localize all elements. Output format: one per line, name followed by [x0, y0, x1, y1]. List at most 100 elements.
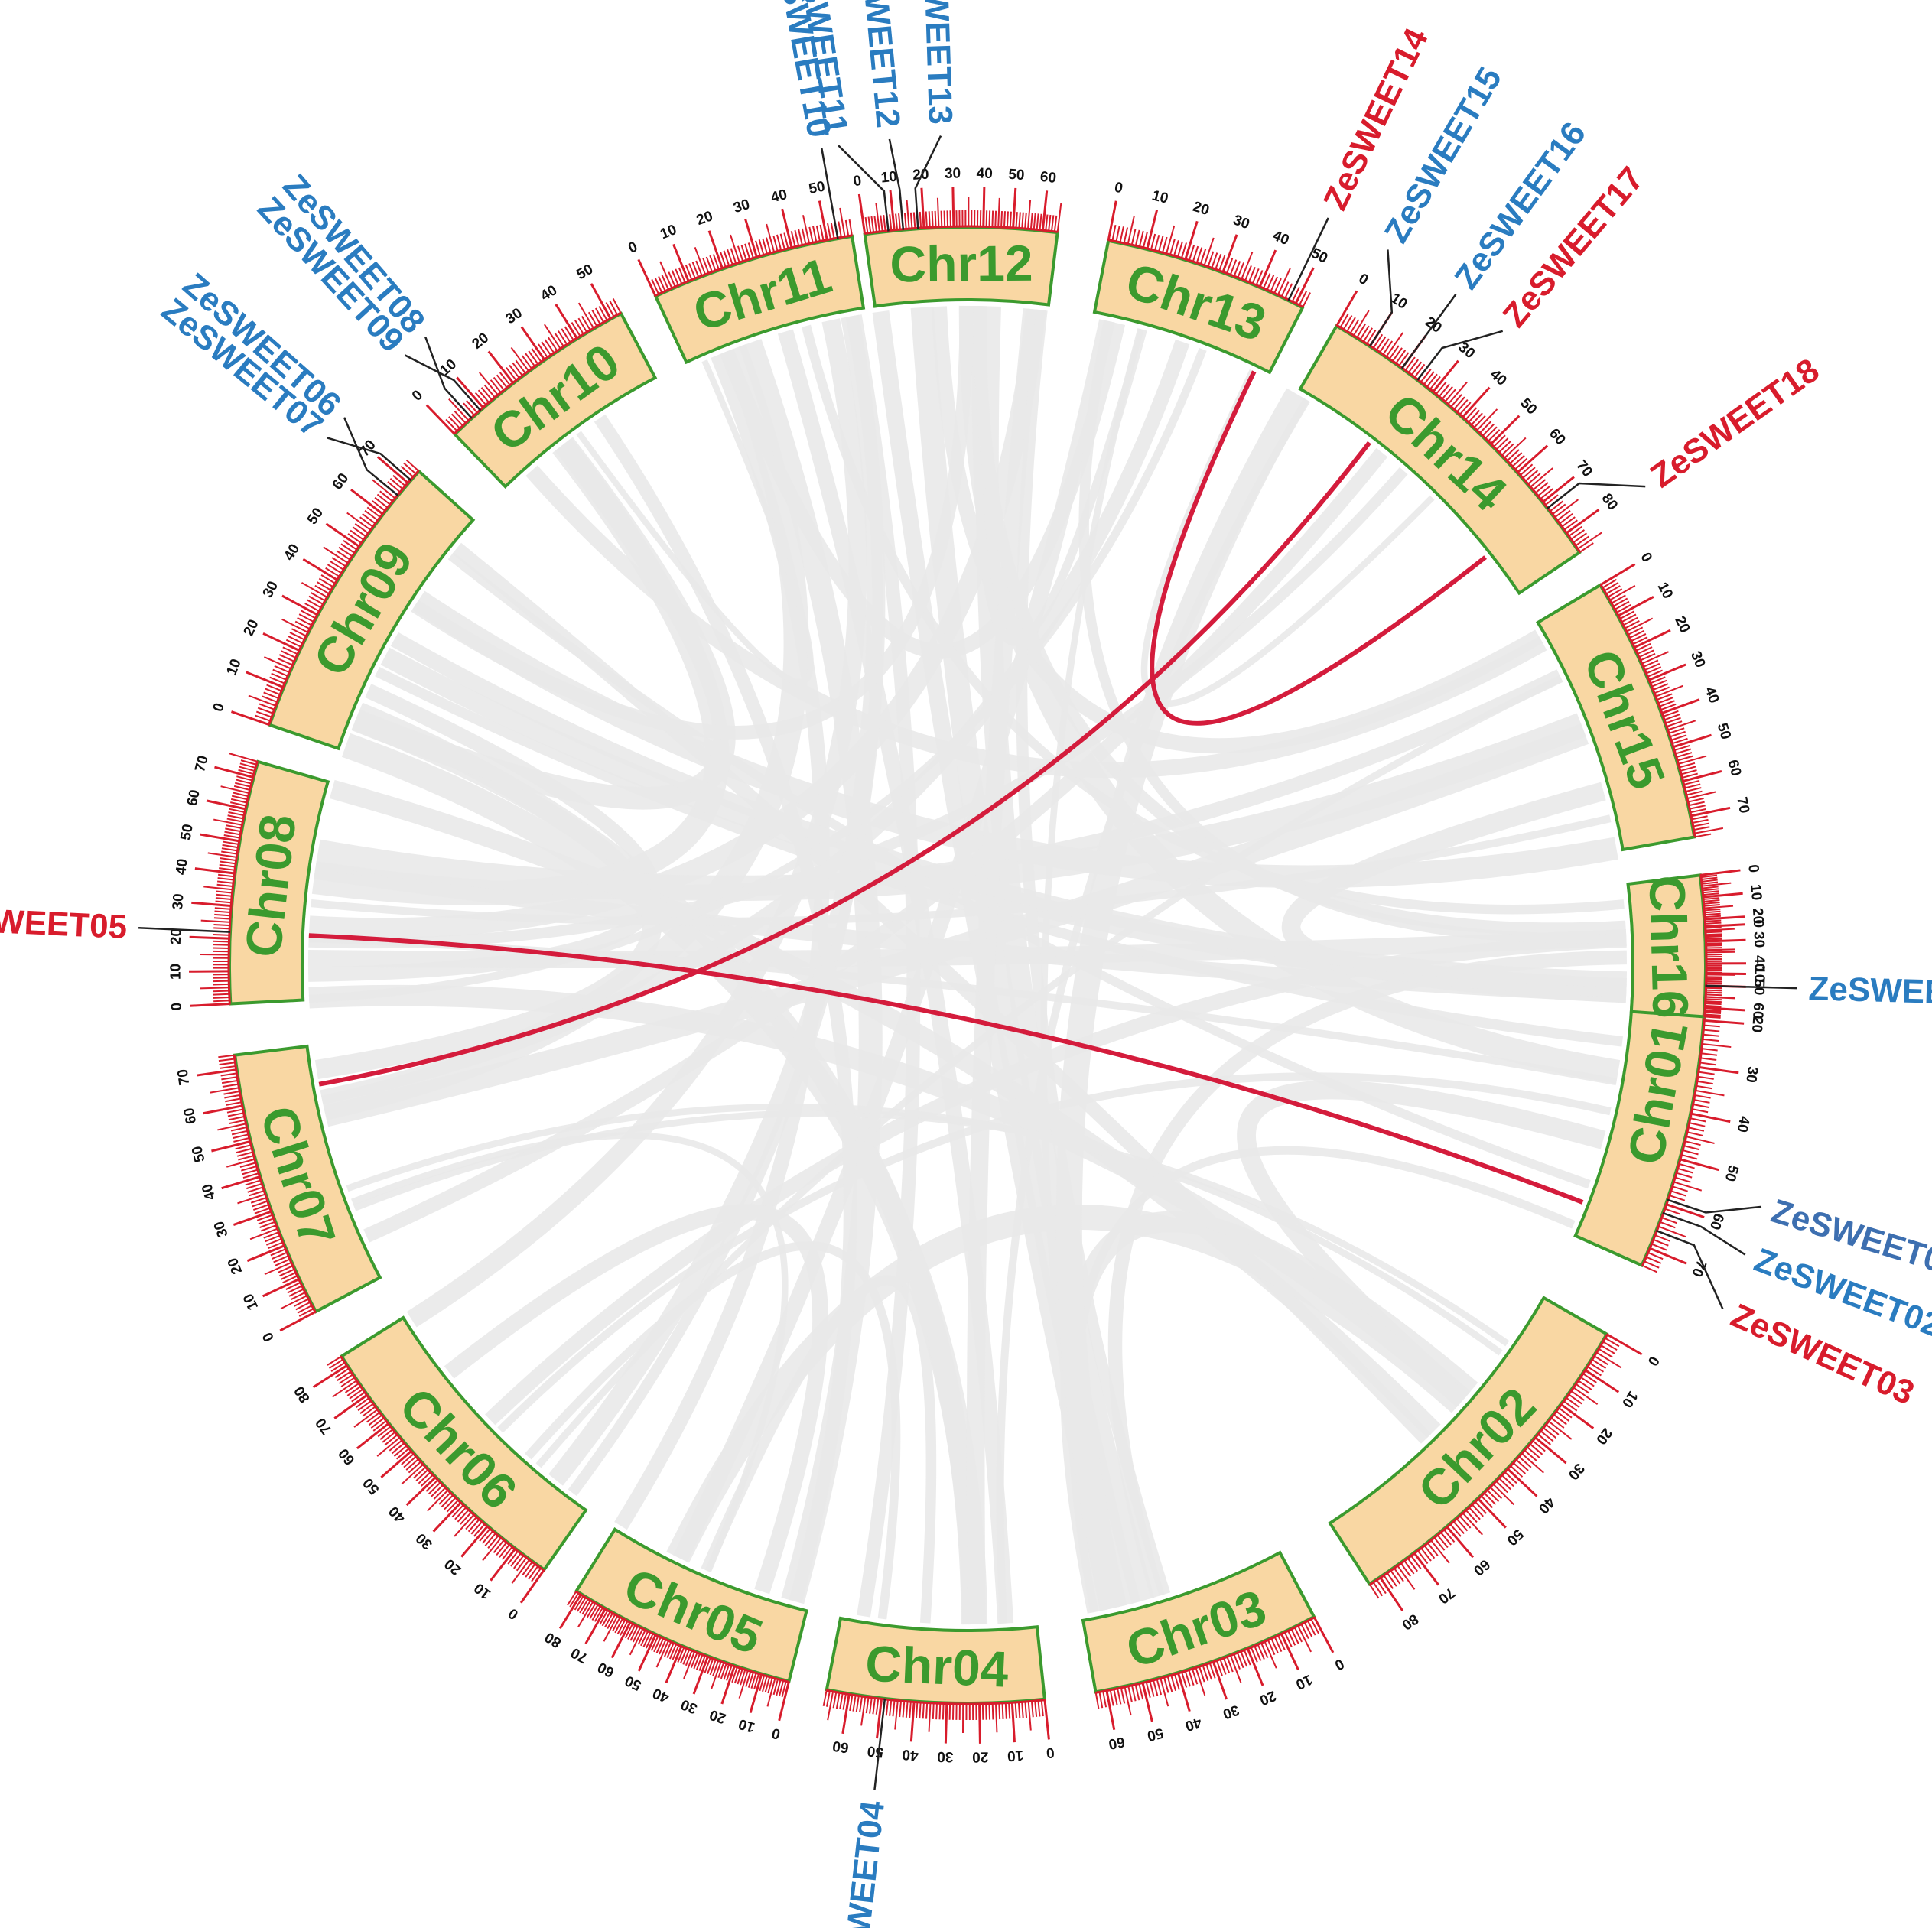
tick-mark — [362, 1406, 376, 1417]
chromosome-scale-axis — [233, 1055, 317, 1313]
tick-mark — [1372, 1581, 1384, 1597]
tick-mark — [223, 834, 241, 839]
tick-mark — [1413, 363, 1426, 379]
tick-mark — [1483, 1491, 1497, 1506]
tick-mark — [1195, 1666, 1206, 1696]
tick-mark — [659, 1638, 667, 1655]
tick-mark — [1584, 1368, 1620, 1393]
chromosome-label: Chr16 — [1639, 875, 1699, 1019]
tick-mark — [655, 1637, 665, 1653]
tick-mark — [1400, 1562, 1411, 1577]
tick-mark — [1691, 1107, 1709, 1114]
tick-mark — [1553, 499, 1579, 519]
tick-mark — [291, 628, 307, 637]
tick-label: 30 — [1687, 649, 1709, 671]
tick-mark — [1294, 267, 1315, 305]
tick-mark — [1474, 1500, 1488, 1514]
chromosome-scale-axis — [1599, 584, 1696, 837]
tick-mark — [323, 546, 350, 564]
tick-label: 50 — [1309, 245, 1330, 267]
tick-label: 10 — [658, 222, 679, 242]
tick-mark — [1699, 869, 1741, 876]
tick-mark — [1646, 669, 1664, 678]
tick-mark — [1703, 1029, 1720, 1032]
tick-label: 50 — [623, 1672, 644, 1693]
tick-mark — [379, 490, 394, 502]
tick-label: 40 — [976, 166, 993, 182]
tick-mark — [238, 769, 255, 775]
tick-label: 50 — [304, 506, 327, 528]
synteny-link — [971, 306, 1147, 646]
tick-mark — [257, 707, 275, 714]
tick-mark — [483, 384, 496, 398]
tick-mark — [1703, 905, 1734, 909]
tick-mark — [320, 574, 337, 585]
tick-mark — [225, 1097, 242, 1103]
tick-mark — [1586, 1365, 1602, 1377]
tick-mark — [822, 1689, 828, 1707]
tick-mark — [215, 897, 233, 901]
tick-mark — [1692, 1103, 1709, 1109]
tick-mark — [1667, 727, 1685, 735]
tick-mark — [308, 595, 324, 606]
tick-mark — [1012, 187, 1017, 229]
tick-mark — [265, 1237, 283, 1246]
tick-mark — [1173, 240, 1179, 257]
tick-mark — [221, 1079, 239, 1084]
tick-mark — [1205, 1663, 1212, 1680]
tick-mark — [370, 1416, 385, 1429]
tick-mark — [337, 1370, 352, 1381]
tick-mark — [1686, 791, 1716, 800]
tick-mark — [1705, 931, 1722, 934]
tick-mark — [330, 1361, 346, 1372]
tick-mark — [1701, 1042, 1732, 1049]
tick-mark — [450, 413, 464, 428]
tick-mark — [338, 1374, 354, 1384]
tick-mark — [869, 1696, 873, 1714]
tick-mark — [250, 1196, 268, 1204]
gene-label: ZeSWEET19 — [1808, 970, 1932, 1013]
tick-mark — [1627, 626, 1644, 636]
tick-mark — [1683, 779, 1700, 786]
tick-mark — [1270, 1637, 1279, 1654]
tick-mark — [1565, 509, 1600, 535]
tick-mark — [223, 840, 240, 846]
tick-mark — [1420, 369, 1432, 383]
tick-mark — [1651, 1243, 1667, 1251]
tick-mark — [738, 1670, 750, 1699]
tick-mark — [460, 1511, 473, 1525]
tick-mark — [1393, 1567, 1404, 1582]
tick-label: 50 — [1722, 1163, 1742, 1183]
tick-mark — [1027, 1700, 1032, 1731]
tick-mark — [405, 1476, 437, 1507]
tick-mark — [1690, 806, 1731, 818]
tick-mark — [281, 1271, 297, 1280]
tick-mark — [839, 207, 846, 238]
tick-mark — [1544, 494, 1559, 506]
tick-mark — [225, 1101, 242, 1107]
tick-label: 70 — [1573, 457, 1595, 480]
tick-mark — [282, 1275, 298, 1284]
tick-mark — [1115, 226, 1120, 242]
tick-mark — [1113, 1688, 1118, 1705]
tick-mark — [1452, 396, 1465, 411]
tick-mark — [219, 1062, 236, 1065]
tick-label: 60 — [1749, 1003, 1766, 1019]
tick-mark — [548, 337, 558, 353]
tick-mark — [677, 1646, 685, 1663]
tick-mark — [496, 1541, 508, 1556]
tick-mark — [1663, 714, 1680, 721]
tick-mark — [427, 1489, 449, 1512]
chromosome-scale-axis — [1699, 875, 1708, 1017]
tick-mark — [229, 1119, 246, 1125]
tick-mark — [262, 632, 301, 652]
tick-mark — [522, 1561, 534, 1575]
gene-label: ZeSWEET05 — [0, 900, 128, 946]
tick-mark — [1703, 1015, 1721, 1018]
tick-mark — [1529, 467, 1553, 488]
tick-mark — [1260, 1642, 1269, 1659]
tick-mark — [889, 214, 893, 232]
tick-mark — [474, 392, 487, 406]
tick-mark — [349, 1388, 364, 1400]
